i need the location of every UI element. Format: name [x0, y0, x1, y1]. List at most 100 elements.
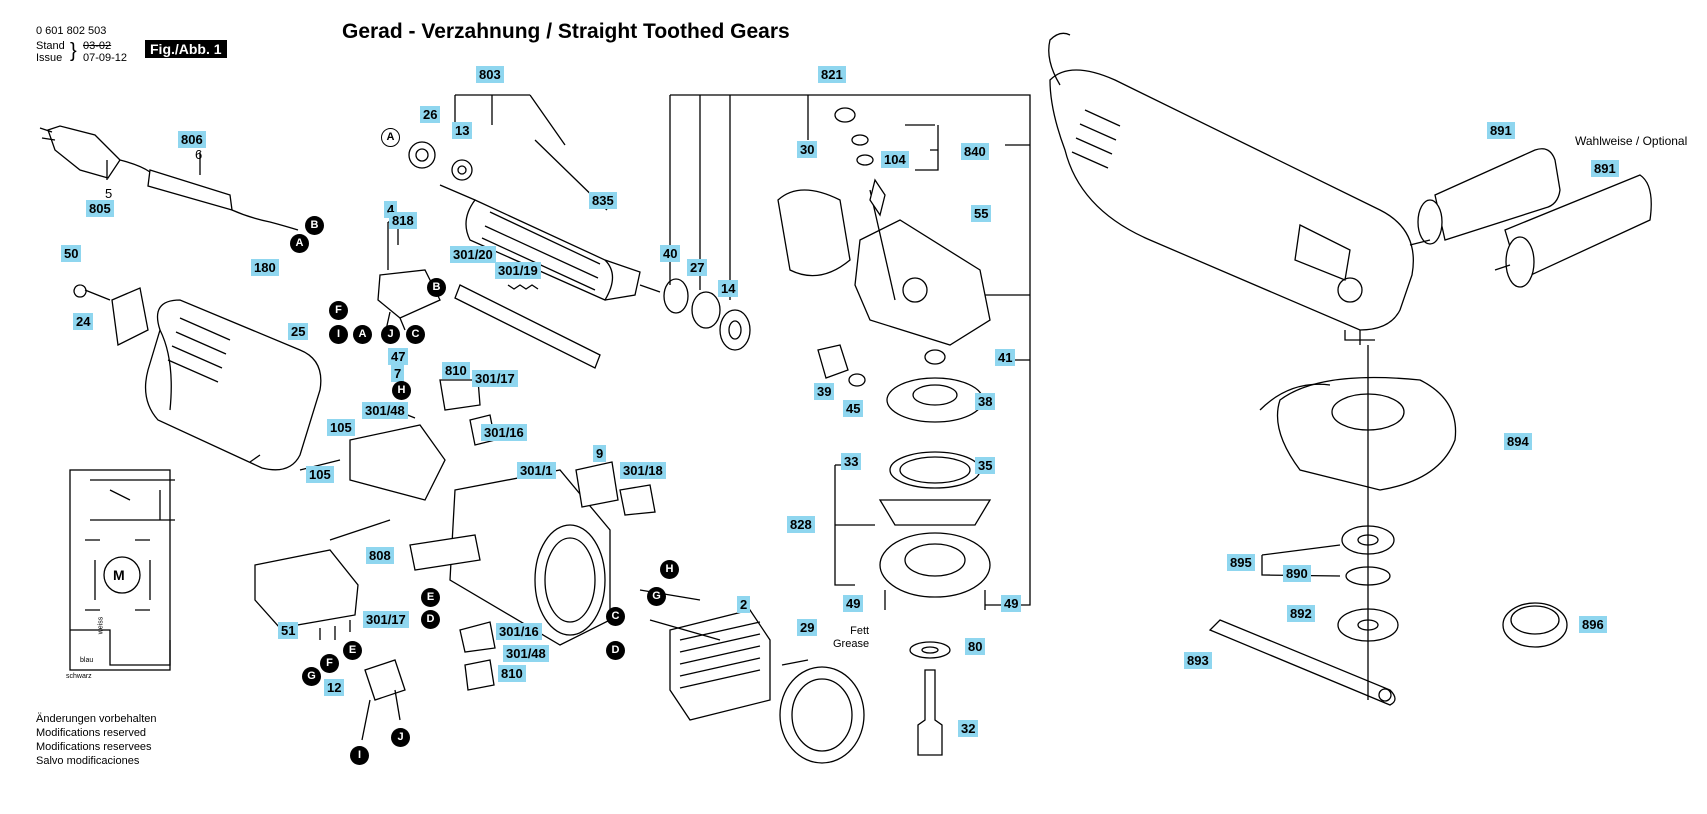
part-label: 55: [971, 205, 992, 222]
schematic-white-label: weiss: [97, 616, 105, 635]
connector-marker: D: [606, 641, 625, 660]
part-label: 5: [105, 186, 113, 201]
part-label: 892: [1287, 605, 1315, 622]
grease-note: Fett Grease: [833, 625, 869, 651]
part-label: 49: [843, 595, 864, 612]
part-label: 104: [881, 151, 909, 168]
connector-marker: D: [421, 610, 440, 629]
stand-label: Stand: [36, 40, 65, 52]
part-label: 828: [787, 516, 815, 533]
part-label: 810: [442, 362, 470, 379]
part-label: 301/16: [481, 424, 527, 441]
part-label: 805: [86, 200, 114, 217]
plug-drawing: [39, 125, 151, 179]
connector-marker: C: [606, 607, 625, 626]
part-label: 105: [327, 419, 355, 436]
part-label: 47: [388, 348, 409, 365]
capacitor-box-drawing: [254, 549, 359, 629]
cord-sleeve-drawing: [147, 169, 299, 231]
schematic-blue-label: blau: [80, 657, 94, 664]
part-label: 33: [841, 453, 862, 470]
grease-note-en: Grease: [833, 638, 870, 650]
part-label: 301/48: [503, 645, 549, 662]
part-label: 806: [178, 131, 206, 148]
part-label: 105: [306, 466, 334, 483]
part-label: 890: [1283, 565, 1311, 582]
part-label: 891: [1591, 160, 1619, 177]
note-line: Änderungen vorbehalten: [36, 713, 157, 725]
connector-marker: H: [392, 381, 411, 400]
modification-notes: Änderungen vorbehalten Modifications res…: [36, 712, 156, 768]
part-label: 821: [818, 66, 846, 83]
part-label: 301/18: [620, 462, 666, 479]
part-label: 38: [975, 393, 996, 410]
part-label: 51: [278, 622, 299, 639]
part-label: 301/19: [495, 262, 541, 279]
connector-marker: J: [391, 728, 410, 747]
connector-marker: A: [290, 234, 309, 253]
schematic-black-label: schwarz: [66, 673, 92, 680]
connector-marker: C: [406, 325, 425, 344]
connector-marker: I: [329, 325, 348, 344]
connector-marker: A: [353, 325, 372, 344]
part-label: 50: [61, 245, 82, 262]
part-label: 27: [687, 259, 708, 276]
part-label: 7: [391, 365, 405, 382]
part-label: 2: [737, 596, 751, 613]
part-label: 30: [797, 141, 818, 158]
baffle-drawing: [777, 189, 851, 277]
wiring-schematic: [69, 469, 175, 671]
connector-marker: I: [350, 746, 369, 765]
switch-rod-drawing: [454, 284, 601, 369]
part-label: 180: [251, 259, 279, 276]
part-label: 301/16: [496, 623, 542, 640]
connector-marker: G: [647, 587, 666, 606]
issue-date: 07-09-12: [83, 52, 128, 64]
guard-drawing: [1259, 376, 1457, 491]
part-label: 14: [718, 280, 739, 297]
part-label: 49: [1001, 595, 1022, 612]
motor-housing-drawing: [144, 299, 322, 471]
part-label: 25: [288, 323, 309, 340]
part-number: 0 601 802 503: [36, 25, 107, 37]
connector-marker: B: [305, 216, 324, 235]
cover-plate-drawing: [111, 287, 149, 346]
part-label: 840: [961, 143, 989, 160]
note-line: Salvo modificaciones: [36, 755, 140, 767]
armature-drawing: [439, 184, 661, 301]
part-label: 301/1: [517, 462, 556, 479]
connector-marker: B: [427, 278, 446, 297]
part-label: 808: [366, 547, 394, 564]
stand-date: 03-02: [83, 40, 112, 52]
part-label: 9: [593, 445, 607, 462]
part-label: 893: [1184, 652, 1212, 669]
diagram-title: Gerad - Verzahnung / Straight Toothed Ge…: [342, 20, 790, 43]
part-label: 301/48: [362, 402, 408, 419]
schematic-motor-label: M: [113, 567, 125, 583]
part-label: 818: [389, 212, 417, 229]
part-label: 6: [195, 147, 203, 162]
issue-label: Issue: [36, 52, 63, 64]
part-label: 32: [958, 720, 979, 737]
part-label: 26: [420, 106, 441, 123]
part-label: 80: [965, 638, 986, 655]
part-label: 29: [797, 619, 818, 636]
note-line: Modifications reservees: [36, 741, 152, 753]
part-label: 894: [1504, 433, 1532, 450]
connector-marker: H: [660, 560, 679, 579]
connector-marker: E: [421, 588, 440, 607]
part-label: 39: [814, 383, 835, 400]
part-label: 40: [660, 245, 681, 262]
connector-marker: E: [343, 641, 362, 660]
part-label: 35: [975, 457, 996, 474]
part-label: 891: [1487, 122, 1515, 139]
connector-marker: F: [320, 654, 339, 673]
note-line: Modifications reserved: [36, 727, 147, 739]
part-label: 896: [1579, 616, 1607, 633]
part-label: 45: [843, 400, 864, 417]
part-label: 12: [324, 679, 345, 696]
part-label: 803: [476, 66, 504, 83]
optional-note: Wahlweise / Optional: [1575, 134, 1688, 148]
part-label: 41: [995, 349, 1016, 366]
